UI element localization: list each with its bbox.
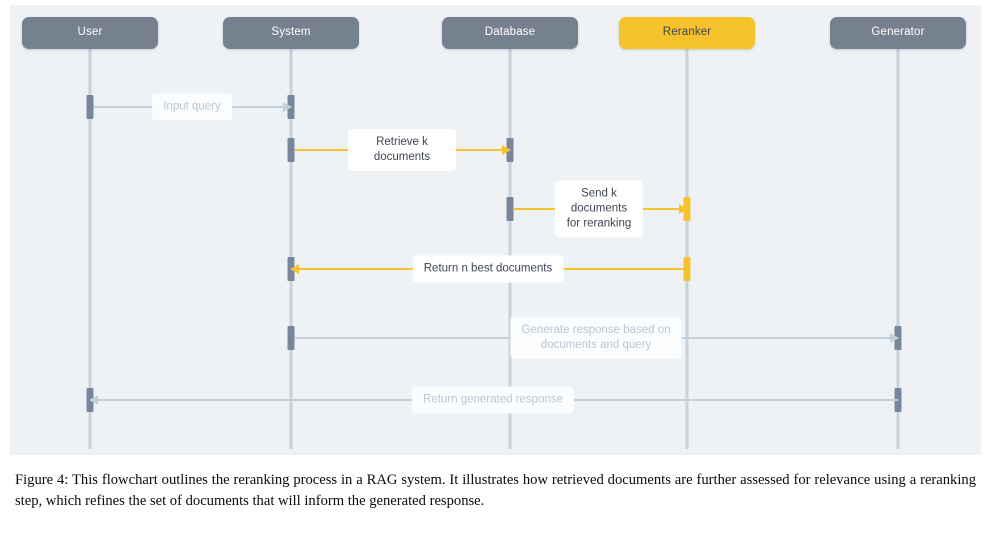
activation-reranker-2 (683, 257, 691, 281)
arrowhead-left-icon (89, 395, 98, 405)
activation-system-4 (287, 326, 295, 350)
message-return-generated-response: Return generated response (89, 386, 898, 414)
sequence-diagram-panel: Input query Retrieve k documents Send k … (10, 5, 981, 455)
participant-label: Reranker (662, 26, 712, 39)
message-label: Generate response based on documents and… (510, 317, 682, 359)
activation-database-2 (506, 197, 514, 221)
lifeline-database (508, 49, 512, 449)
message-retrieve-k-documents: Retrieve k documents (295, 129, 511, 171)
arrowhead-left-icon (290, 264, 299, 274)
participant-generator[interactable]: Generator (830, 17, 966, 49)
participant-label: System (271, 26, 311, 39)
message-label: Send k documents for reranking (555, 180, 643, 238)
participant-user[interactable]: User (22, 17, 158, 49)
message-label: Return n best documents (412, 255, 564, 283)
participant-label: User (77, 26, 103, 39)
message-input-query: Input query (94, 93, 292, 121)
activation-user-1 (86, 95, 94, 119)
message-label: Input query (152, 93, 232, 121)
participant-system[interactable]: System (223, 17, 359, 49)
participant-label: Database (484, 26, 536, 39)
arrowhead-right-icon (679, 204, 688, 214)
message-return-n-best-documents: Return n best documents (290, 255, 687, 283)
participant-reranker[interactable]: Reranker (619, 17, 755, 49)
arrowhead-right-icon (890, 333, 899, 343)
message-label: Return generated response (411, 386, 575, 414)
participant-database[interactable]: Database (442, 17, 578, 49)
message-generate-response: Generate response based on documents and… (295, 317, 899, 359)
message-label: Retrieve k documents (348, 129, 456, 171)
figure-caption: Figure 4: This flowchart outlines the re… (15, 472, 976, 509)
lifeline-system (289, 49, 293, 449)
participant-label: Generator (871, 26, 925, 39)
activation-generator-2 (894, 388, 902, 412)
lifeline-reranker (685, 49, 689, 449)
activation-system-2 (287, 138, 295, 162)
lifeline-generator (896, 49, 900, 449)
lifeline-user (88, 49, 92, 449)
arrowhead-right-icon (283, 102, 292, 112)
message-send-k-documents-for-reranking: Send k documents for reranking (514, 180, 688, 238)
arrowhead-right-icon (502, 145, 511, 155)
